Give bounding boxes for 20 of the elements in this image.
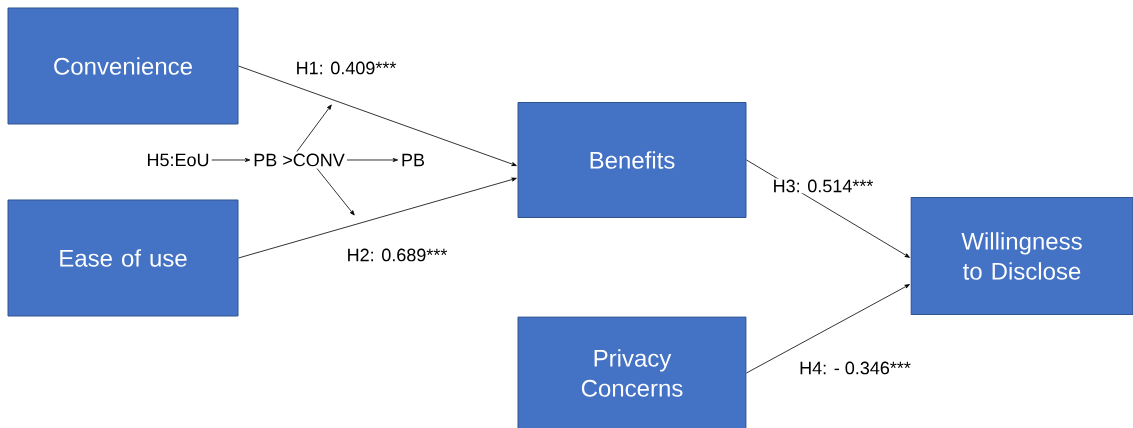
edge-label: H2: 0.689*** xyxy=(345,247,449,263)
node-label: H5:EoU xyxy=(148,153,209,167)
arrow xyxy=(746,284,910,374)
process-box: Ease of use xyxy=(7,199,239,317)
arrow xyxy=(211,158,251,162)
node-label: PB >CONV xyxy=(254,153,345,167)
arrow xyxy=(296,104,332,152)
process-box: Benefits xyxy=(517,102,747,218)
edge-label: H3: 0.514*** xyxy=(771,178,875,194)
edge-label: H4: - 0.346*** xyxy=(798,360,912,376)
node-label: PB xyxy=(402,153,425,167)
process-box: Convenience xyxy=(7,7,239,125)
arrow xyxy=(238,177,517,259)
process-box: Privacy Concerns xyxy=(517,316,747,428)
arrow xyxy=(238,65,517,166)
process-box: Willingness to Disclose xyxy=(910,197,1133,315)
edge-label: H1: 0.409*** xyxy=(294,60,398,76)
arrow xyxy=(746,159,910,258)
arrow xyxy=(316,168,355,216)
arrow xyxy=(346,158,398,162)
